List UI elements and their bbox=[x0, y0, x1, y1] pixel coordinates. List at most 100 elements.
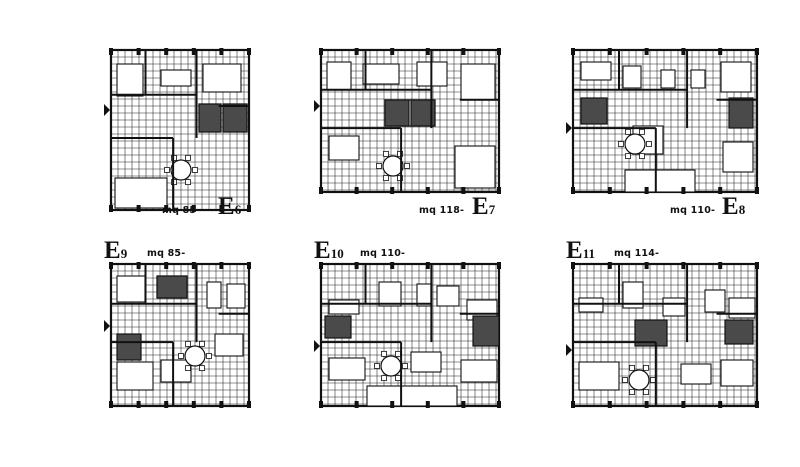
interior-walls bbox=[111, 50, 249, 210]
furniture-block bbox=[580, 61, 612, 81]
wall-pier bbox=[461, 48, 466, 55]
chair bbox=[199, 365, 205, 372]
wall-pier bbox=[571, 401, 575, 408]
wall-pier bbox=[425, 187, 430, 194]
entrance-arrow-icon bbox=[104, 320, 110, 332]
floor-plan-e10 bbox=[313, 262, 501, 408]
furniture-block bbox=[722, 141, 754, 173]
wall-pier bbox=[354, 401, 359, 408]
floor-plan-e6 bbox=[103, 48, 251, 212]
wall-pier bbox=[164, 262, 169, 269]
furniture-block bbox=[624, 169, 696, 193]
interior-walls bbox=[573, 50, 757, 192]
chair bbox=[639, 128, 645, 135]
chair bbox=[625, 153, 631, 160]
wall-pier bbox=[109, 48, 113, 55]
furniture-block bbox=[578, 297, 604, 313]
interior-walls bbox=[111, 264, 249, 406]
wall-pier bbox=[319, 262, 323, 269]
plan-code-e11: E11 bbox=[566, 238, 595, 263]
plan-code-letter: E bbox=[104, 237, 121, 264]
wall-pier bbox=[136, 262, 141, 269]
floor-plan-e8 bbox=[565, 48, 759, 194]
chair bbox=[646, 141, 652, 147]
furniture-block bbox=[362, 63, 400, 85]
plan-code-e8: E8 bbox=[722, 194, 745, 219]
wall-pier bbox=[755, 48, 759, 55]
wall-pier bbox=[461, 262, 466, 269]
chair bbox=[397, 175, 403, 182]
plan-code-letter: E bbox=[472, 193, 489, 220]
furniture-block bbox=[114, 177, 168, 209]
chair bbox=[185, 154, 191, 161]
plan-drawing bbox=[314, 48, 501, 194]
chair bbox=[376, 163, 382, 169]
entrance-arrow-icon bbox=[566, 122, 572, 134]
plan-code-letter: E bbox=[314, 237, 331, 264]
wall-pier bbox=[718, 187, 723, 194]
wall-pier bbox=[354, 48, 359, 55]
plan-code-letter: E bbox=[722, 193, 739, 220]
floor-plan-e9 bbox=[103, 262, 251, 408]
round-table bbox=[382, 155, 404, 177]
wall-pier bbox=[247, 401, 251, 408]
chair bbox=[206, 353, 212, 359]
wall-pier bbox=[136, 401, 141, 408]
wall-pier bbox=[681, 48, 686, 55]
furniture-block bbox=[436, 285, 460, 307]
chair bbox=[185, 365, 191, 372]
wall-pier bbox=[681, 262, 686, 269]
plan-drawing bbox=[566, 48, 759, 194]
interior-walls bbox=[321, 50, 499, 192]
wall-pier bbox=[390, 48, 395, 55]
dark-room bbox=[156, 275, 188, 299]
furniture-block bbox=[116, 275, 146, 303]
wall-pier bbox=[571, 48, 575, 55]
furniture-block bbox=[704, 289, 726, 313]
chair bbox=[618, 141, 624, 147]
area-label-e7: mq 118- bbox=[419, 205, 465, 216]
chair bbox=[643, 364, 649, 371]
wall-pier bbox=[219, 205, 224, 212]
wall-pier bbox=[644, 401, 649, 408]
furniture-block bbox=[622, 65, 642, 89]
wall-pier bbox=[164, 401, 169, 408]
wall-pier bbox=[191, 48, 196, 55]
chair bbox=[395, 350, 401, 357]
wall-pier bbox=[681, 401, 686, 408]
wall-pier bbox=[718, 48, 723, 55]
chair bbox=[199, 340, 205, 347]
wall-pier bbox=[755, 262, 759, 269]
wall-pier bbox=[497, 187, 501, 194]
furniture-block bbox=[454, 145, 496, 189]
wall-pier bbox=[136, 205, 141, 212]
area-label-e8: mq 110- bbox=[670, 205, 716, 216]
chair bbox=[178, 353, 184, 359]
chair bbox=[383, 150, 389, 157]
chair bbox=[404, 163, 410, 169]
dark-room bbox=[580, 97, 608, 125]
plan-drawing bbox=[104, 48, 251, 212]
wall-pier bbox=[136, 48, 141, 55]
wall-pier bbox=[755, 401, 759, 408]
wall-pier bbox=[247, 262, 251, 269]
furniture-block bbox=[410, 351, 442, 373]
furniture-block bbox=[460, 359, 498, 383]
floor-plan-e7 bbox=[313, 48, 501, 194]
wall-pier bbox=[390, 401, 395, 408]
wall-pier bbox=[247, 48, 251, 55]
round-table bbox=[624, 133, 646, 155]
wall-pier bbox=[497, 401, 501, 408]
wall-pier bbox=[109, 401, 113, 408]
furniture-block bbox=[662, 297, 686, 317]
furniture-block bbox=[160, 69, 192, 87]
furniture-block bbox=[578, 361, 620, 391]
wall-pier bbox=[425, 48, 430, 55]
furniture-block bbox=[660, 69, 676, 89]
chair bbox=[643, 389, 649, 396]
wall-pier bbox=[191, 401, 196, 408]
wall-pier bbox=[390, 262, 395, 269]
dark-room bbox=[222, 103, 248, 133]
furniture-block bbox=[366, 385, 458, 407]
